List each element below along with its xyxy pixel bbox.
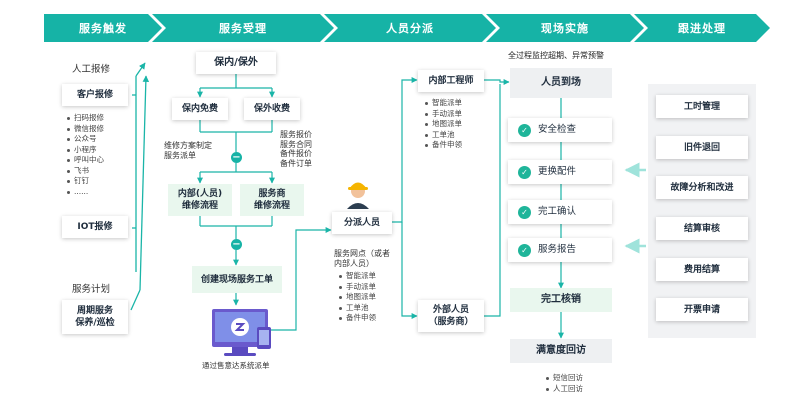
check-icon: ✓ <box>518 244 531 257</box>
method-item: 工单池 <box>424 130 462 141</box>
monitor-note: 全过程监控超期、异常预警 <box>508 51 604 60</box>
in-warranty-note: 维修方案制定 服务派单 <box>164 141 212 160</box>
phase-1-shape <box>44 14 162 42</box>
method-item: 手动派单 <box>424 109 462 120</box>
out-warranty-paid-node: 保外收费 <box>244 98 300 120</box>
channel-item: 钉钉 <box>66 176 104 187</box>
check-icon: ✓ <box>518 124 531 137</box>
survey-method-item: 短信回访 <box>545 373 583 384</box>
method-item: 工单池 <box>338 303 376 314</box>
warranty-node: 保内/保外 <box>196 52 276 74</box>
followup-item-fault-analysis: 故障分析和改进 <box>656 176 748 199</box>
out-warranty-note: 服务报价 服务合同 备件报价 备件订单 <box>280 130 312 168</box>
followup-item-old-parts-return: 旧件退回 <box>656 136 748 159</box>
report-channel-list: 扫码报修 微信报修 公众号 小程序 呼叫中心 飞书 钉钉 ...... <box>66 113 104 197</box>
method-item: 备件申领 <box>338 313 376 324</box>
channel-item: 扫码报修 <box>66 113 104 124</box>
method-item: 智能派单 <box>424 98 462 109</box>
create-onsite-order-node: 创建现场服务工单 <box>192 266 282 293</box>
method-item: 手动派单 <box>338 282 376 293</box>
iot-report-node: IOT报修 <box>62 216 128 238</box>
customer-report-node: 客户报修 <box>62 84 128 106</box>
system-dispatch-caption: 通过售意达系统派单 <box>202 361 270 370</box>
channel-item: 飞书 <box>66 166 104 177</box>
check-icon: ✓ <box>518 206 531 219</box>
phase-trigger: 服务触发 <box>79 22 127 35</box>
merge-minus-icon-1: − <box>231 152 242 163</box>
followup-panel <box>648 84 756 338</box>
method-item: 地图派单 <box>338 292 376 303</box>
internal-repair-flow-node: 内部(人员) 维修流程 <box>168 184 232 216</box>
phase-5-shape <box>634 14 770 42</box>
channel-item: 小程序 <box>66 145 104 156</box>
check-icon: ✓ <box>518 166 531 179</box>
channel-item: 微信报修 <box>66 124 104 135</box>
phase-dispatch: 人员分派 <box>386 22 434 35</box>
dispatch-method-list: 智能派单 手动派单 地图派单 工单池 备件申领 <box>338 271 376 324</box>
method-item: 智能派单 <box>338 271 376 282</box>
vendor-repair-flow-node: 服务商 维修流程 <box>240 184 304 216</box>
satisfaction-survey-node: 满意度回访 <box>510 339 612 363</box>
channel-item: ...... <box>66 187 104 198</box>
phase-3-shape <box>324 14 496 42</box>
periodic-service-node: 周期服务 保养/巡检 <box>62 300 128 334</box>
completion-verify-node: 完工核销 <box>510 288 612 312</box>
followup-item-settlement-review: 结算审核 <box>656 217 748 240</box>
phase-2-shape <box>152 14 334 42</box>
external-staff-node: 外部人员 （服务商） <box>418 300 484 332</box>
phase-accept: 服务受理 <box>219 22 267 35</box>
worker-icon <box>347 182 369 209</box>
survey-method-list: 短信回访 人工回访 <box>545 373 583 394</box>
phase-4-shape <box>486 14 644 42</box>
dispatcher-node: 分派人员 <box>332 212 392 234</box>
merge-minus-icon-2: − <box>231 239 242 250</box>
channel-item: 呼叫中心 <box>66 155 104 166</box>
internal-engineer-node: 内部工程师 <box>418 70 484 92</box>
system-monitor-icon <box>212 309 271 356</box>
in-warranty-free-node: 保内免费 <box>172 98 228 120</box>
followup-item-labor-hours: 工时管理 <box>656 95 748 118</box>
arrive-node: 人员到场 <box>510 68 612 98</box>
method-item: 备件申领 <box>424 140 462 151</box>
method-item: 地图派单 <box>424 119 462 130</box>
survey-method-item: 人工回访 <box>545 384 583 395</box>
service-plan-label: 服务计划 <box>72 284 111 295</box>
channel-item: 公众号 <box>66 134 104 145</box>
phase-followup: 跟进处理 <box>678 22 726 35</box>
followup-item-invoice-request: 开票申请 <box>656 298 748 321</box>
phase-onsite: 现场实施 <box>541 22 589 35</box>
followup-item-fee-settlement: 费用结算 <box>656 258 748 281</box>
engineer-method-list: 智能派单 手动派单 地图派单 工单池 备件申领 <box>424 98 462 151</box>
manual-report-label: 人工报修 <box>72 64 111 75</box>
service-network-note: 服务网点（或者 内部人员） <box>334 249 390 268</box>
